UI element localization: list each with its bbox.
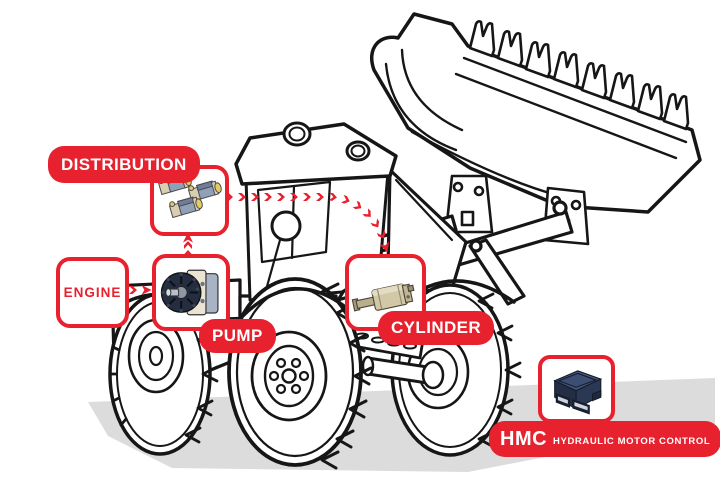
hmc-label: HMC HYDRAULIC MOTOR CONTROL bbox=[489, 421, 720, 457]
bucket bbox=[370, 12, 702, 246]
cab-roof bbox=[234, 122, 398, 186]
hmc-label-sub: HYDRAULIC MOTOR CONTROL bbox=[553, 435, 711, 447]
cylinder-label: CYLINDER bbox=[378, 311, 495, 345]
engine-box: ENGINE bbox=[56, 257, 129, 328]
steering-wheel bbox=[270, 210, 302, 242]
arrow-distribution-to-cylinder bbox=[225, 192, 390, 253]
roof-lights bbox=[282, 121, 371, 162]
bucket-teeth bbox=[468, 20, 690, 131]
hmc-label-main: HMC bbox=[500, 427, 548, 450]
pump-label: PUMP bbox=[199, 319, 276, 353]
hmc-box bbox=[538, 355, 615, 423]
engine-label: ENGINE bbox=[63, 285, 122, 300]
distribution-label: DISTRIBUTION bbox=[48, 146, 200, 183]
gear-pump-icon bbox=[160, 269, 219, 316]
hmc-controller-icon bbox=[553, 370, 603, 415]
